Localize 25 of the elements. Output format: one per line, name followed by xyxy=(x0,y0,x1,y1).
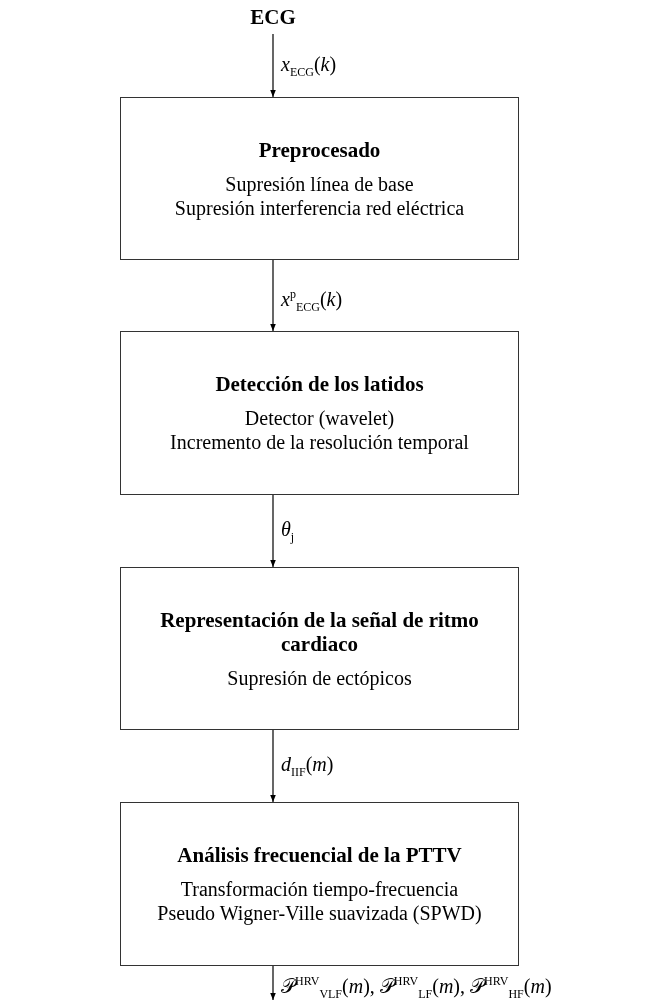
edge-label: d$_{IIF}$(m) xyxy=(281,752,334,781)
edge-label: θ$_{j}$ xyxy=(281,517,295,546)
box-text: Supresión interferencia red eléctrica xyxy=(174,196,465,220)
box-title: Representación de la señal de ritmo cardiaco xyxy=(159,607,480,656)
arrow xyxy=(270,33,276,98)
input-label: ECG xyxy=(250,5,296,29)
arrow xyxy=(270,965,276,1001)
box-text: Detector (wavelet) xyxy=(244,406,395,430)
edge-label: x$_{ECG}$(k) xyxy=(281,51,337,81)
box-text: Incremento de la resolución temporal xyxy=(170,430,469,454)
box-title: Preprocesado xyxy=(258,137,381,162)
box-text: Pseudo Wigner-Ville suavizada (SPWD) xyxy=(157,901,482,925)
arrow xyxy=(270,494,276,568)
process-box xyxy=(120,331,519,495)
box-title: Detección de los latidos xyxy=(215,372,424,396)
process-box xyxy=(120,802,519,966)
box-text: Transformación tiempo-frecuencia xyxy=(180,877,459,901)
process-box xyxy=(120,567,519,730)
process-box xyxy=(120,97,519,260)
arrow xyxy=(270,259,276,332)
arrow xyxy=(270,729,276,803)
edge-label: x$^{p}$$_{ECG}$(k) xyxy=(281,285,343,316)
box-text: Supresión de ectópicos xyxy=(227,665,412,690)
box-text: Supresión línea de base xyxy=(225,171,414,196)
box-title: Análisis frecuencial de la PTTV xyxy=(177,843,462,867)
